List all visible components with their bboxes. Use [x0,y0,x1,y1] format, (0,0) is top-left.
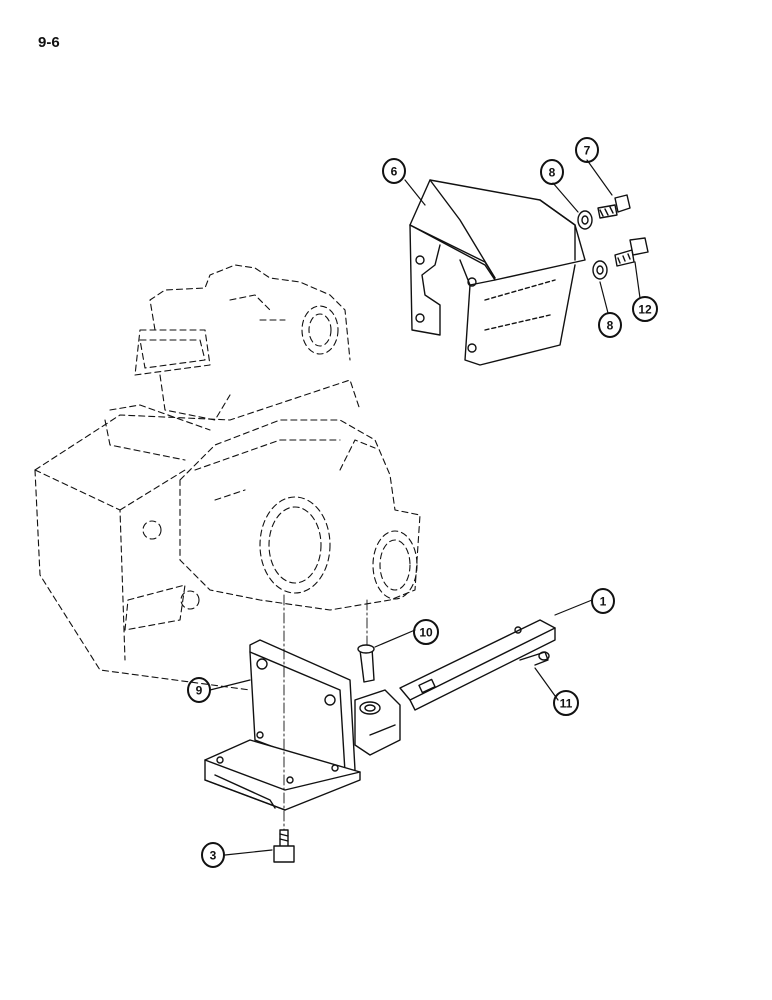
svg-text:11: 11 [560,697,573,711]
link-bar [399,619,556,711]
washer-upper [577,210,593,230]
pin-10 [357,644,375,683]
svg-text:8: 8 [549,166,556,180]
mounting-bracket [204,639,401,811]
bolt-3 [273,829,295,863]
bolt-7 [597,194,631,219]
svg-text:9: 9 [196,684,203,698]
callout-7: 7 [575,137,599,163]
cover-shield [409,179,586,366]
callout-3: 3 [201,842,225,868]
bolt-12 [614,237,649,267]
svg-text:3: 3 [210,849,217,863]
callout-1: 1 [591,588,615,614]
callout-10: 10 [413,619,439,645]
svg-text:10: 10 [419,626,433,640]
callout-leaders [209,159,641,856]
callout-11: 11 [553,690,579,716]
transmission-housing-phantom [34,264,421,691]
callout-12: 12 [632,296,658,322]
svg-text:12: 12 [638,303,652,317]
callout-8-lower: 8 [598,312,622,338]
svg-text:1: 1 [600,595,607,609]
svg-text:8: 8 [607,319,614,333]
callout-9: 9 [187,677,211,703]
washer-lower [592,260,608,280]
svg-text:7: 7 [584,144,591,158]
callout-8-upper: 8 [540,159,564,185]
svg-text:6: 6 [391,165,398,179]
page-number: 9-6 [38,34,60,51]
callout-6: 6 [382,158,406,184]
cotter-pin [519,651,550,666]
center-lines [283,594,368,831]
